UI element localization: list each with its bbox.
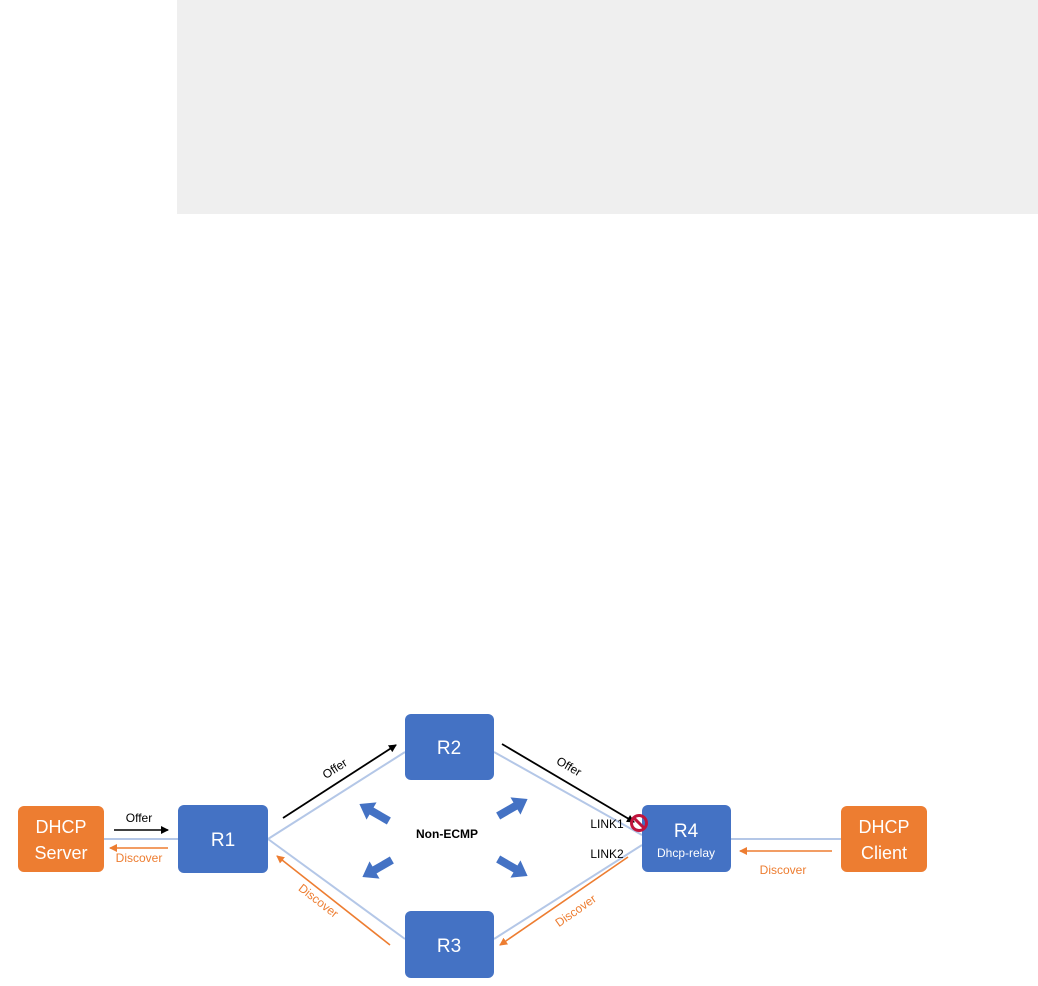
- label-link1: LINK1: [590, 817, 624, 831]
- node-r2: R2: [405, 714, 494, 780]
- block-arrow-down-right: [496, 855, 528, 878]
- no-entry-icon: [630, 814, 648, 832]
- offer-arrow-r1-r2: [282, 744, 397, 819]
- node-dhcp-client: DHCP Client: [841, 806, 927, 872]
- link-r1-r2: [267, 751, 406, 840]
- dhcp-server-label-line2: Server: [34, 843, 87, 863]
- link-r1-r3: [267, 838, 406, 940]
- block-arrow-up-left: [359, 802, 391, 825]
- label-discover-client-r4: Discover: [760, 863, 807, 877]
- ecmp-arrows: [359, 797, 528, 879]
- r4-sublabel: Dhcp-relay: [657, 846, 715, 860]
- node-r1: R1: [178, 805, 268, 873]
- label-offer-server-r1: Offer: [126, 811, 152, 825]
- node-r3: R3: [405, 911, 494, 978]
- dhcp-client-label-line1: DHCP: [858, 817, 909, 837]
- node-r4: R4 Dhcp-relay: [642, 805, 731, 872]
- block-arrow-down-left: [362, 856, 394, 879]
- dhcp-server-label-line1: DHCP: [35, 817, 86, 837]
- discover-arrow-r3-r1: [276, 855, 391, 946]
- block-arrow-up-right: [496, 797, 528, 820]
- label-link2: LINK2: [590, 847, 624, 861]
- r3-label: R3: [437, 936, 461, 957]
- r4-label: R4: [674, 821, 699, 842]
- label-offer-r2-r4: Offer: [554, 754, 584, 779]
- label-non-ecmp: Non-ECMP: [416, 827, 478, 841]
- link-r3-r4: [493, 844, 643, 940]
- link-r2-r4: [493, 751, 643, 836]
- top-banner: [177, 0, 1038, 214]
- label-discover-r1-server: Discover: [116, 851, 163, 865]
- dhcp-client-label-line2: Client: [861, 843, 907, 863]
- links: [104, 751, 841, 940]
- r1-label: R1: [211, 830, 235, 851]
- offer-arrow-r2-r4: [501, 743, 635, 823]
- node-dhcp-server: DHCP Server: [18, 806, 104, 872]
- message-arrows: [109, 743, 832, 946]
- discover-arrow-r4-r3: [499, 856, 629, 946]
- r2-label: R2: [437, 738, 461, 759]
